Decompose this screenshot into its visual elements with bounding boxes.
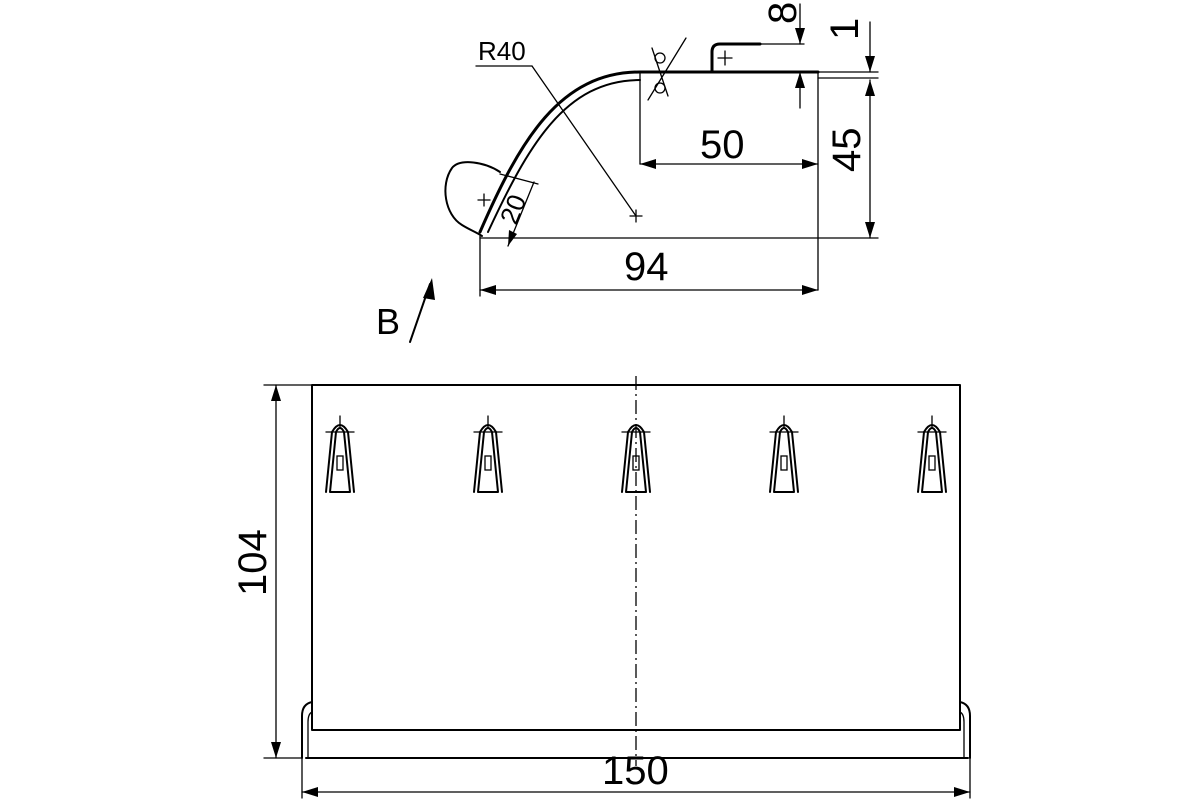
tab [917,415,947,493]
tab-slot [632,455,640,471]
dim-150-arrow-right [954,787,970,797]
tab-outline [921,427,943,493]
dim-150-label: 150 [602,749,669,793]
plate-flange-right-inner [959,711,965,759]
dim-104-arrow-top [271,385,281,401]
dim-94-arrow-right [802,285,818,295]
view-marker-arrowhead [423,278,435,300]
radius-center-mark [629,209,643,223]
dim-45-arrow-top [865,80,875,96]
tab [325,415,355,493]
tab [769,415,799,493]
profile-curve-inner [487,79,641,233]
tab-slot [336,455,344,471]
plate-view: 104 150 [231,376,971,799]
dim-104-arrow-bottom [271,742,281,758]
tab-slot [484,455,492,471]
profile-curve-outer [478,70,820,234]
tab [473,415,503,493]
dim-20-arrow [508,230,517,246]
plate-flange-left-inner [307,711,313,759]
view-marker: B [376,278,435,343]
plate-outline [311,384,961,731]
dim-20-label: 20 [494,190,533,228]
tab-outline [477,427,499,493]
tab-slot [928,455,936,471]
plate-flange-right [959,701,971,759]
dim-1-label: 1 [823,18,867,40]
plate-flange-left [301,701,313,759]
hook-plus [717,50,733,66]
dim-20-tick [499,173,539,185]
tab-outline [773,427,795,493]
dim-8-arrow-top [795,28,805,44]
dim-45-label: 45 [825,128,869,173]
profile-lip-plus [477,193,491,207]
dim-8-arrow-bottom [795,72,805,88]
profile-lip [444,161,501,237]
dim-94-label: 94 [624,245,669,289]
dim-50-arrow-right [802,159,818,169]
view-marker-label: B [376,301,400,342]
dim-150-arrow-left [302,787,318,797]
weld-symbol [647,37,687,101]
dim-8-label: 8 [761,2,805,24]
tab [621,424,651,493]
dim-94-arrow-left [480,285,496,295]
dim-1-arrow [865,56,875,72]
profile-hook [710,42,762,74]
radius-leader [531,65,637,217]
radius-label: R40 [478,36,526,66]
profile-section: R40 50 94 45 1 8 [444,2,879,297]
dim-104-label: 104 [231,529,275,596]
tab-slot [780,455,788,471]
dim-50-arrow-left [640,159,656,169]
dim-45-arrow-bottom [865,222,875,238]
tab-outline [329,427,351,493]
dim-50-label: 50 [700,123,745,167]
